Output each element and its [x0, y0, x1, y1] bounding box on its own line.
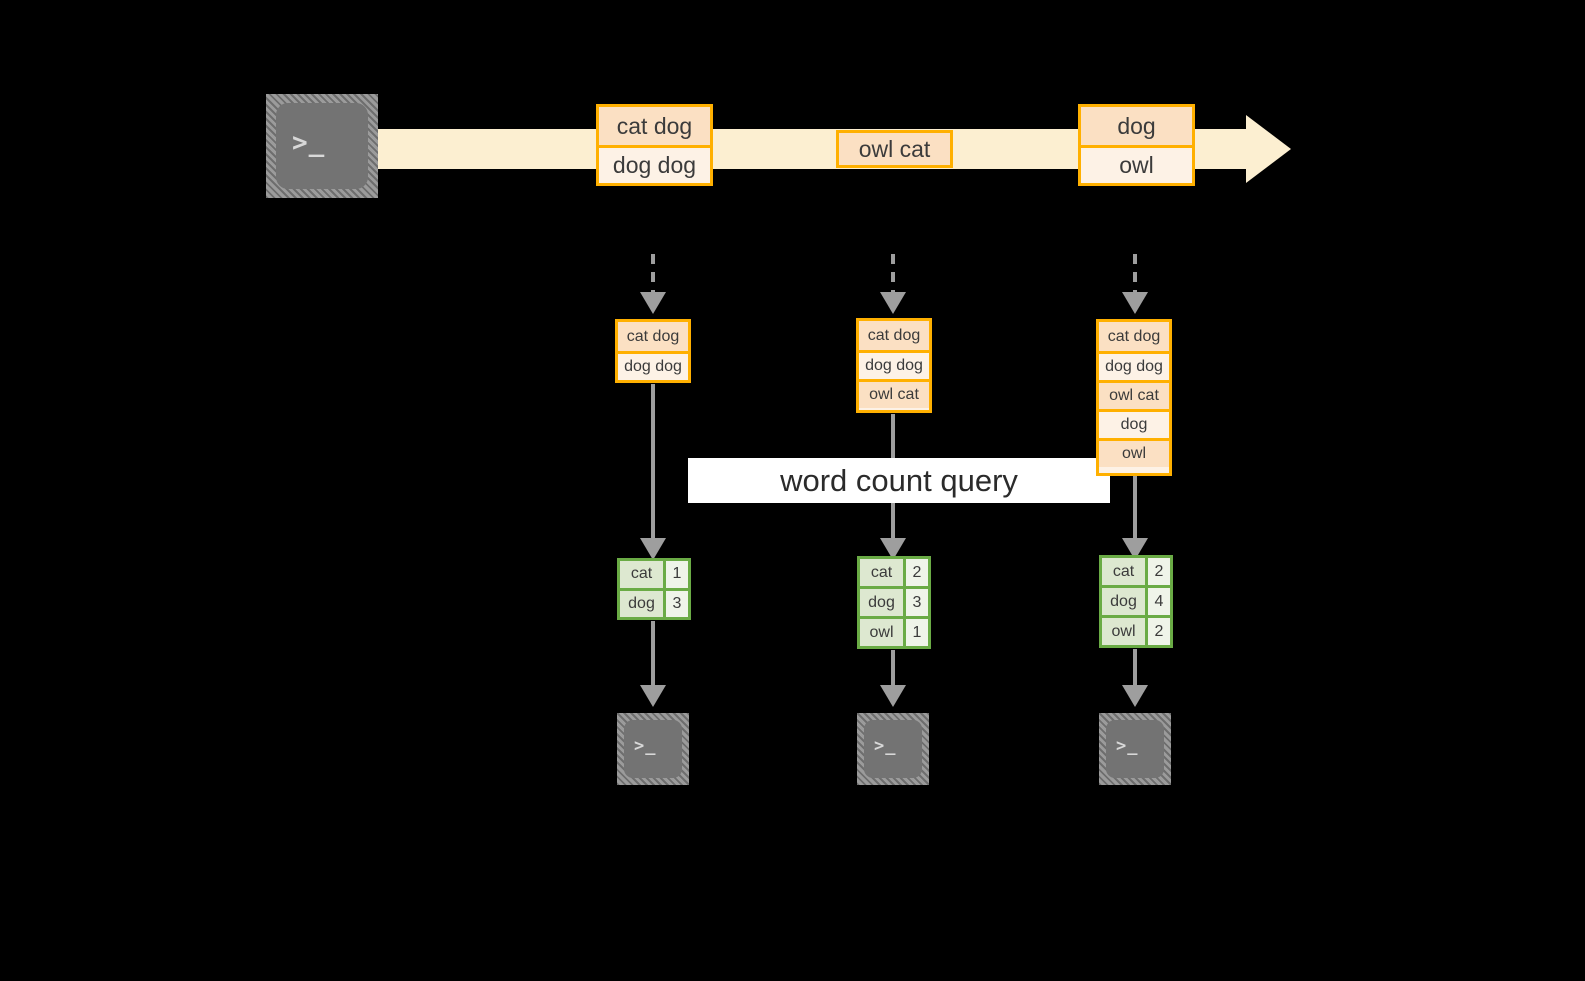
- result-count: 2: [906, 559, 928, 586]
- state-to-result-arrowhead-1: [640, 538, 666, 560]
- result-key: cat: [620, 561, 666, 588]
- stream-to-state-arrowhead-1: [640, 292, 666, 314]
- terminal-body: [624, 720, 682, 778]
- table-row: dog 3: [860, 586, 928, 616]
- stream-to-state-arrowhead-2: [880, 292, 906, 314]
- result-count: 2: [1148, 558, 1170, 585]
- stream-event-line: dog dog: [599, 145, 710, 183]
- terminal-body: [1106, 720, 1164, 778]
- result-to-sink-connector-3: [1133, 649, 1137, 689]
- stream-event-line: dog: [1081, 107, 1192, 145]
- state-row: owl cat: [859, 379, 929, 408]
- table-row: dog 4: [1102, 585, 1170, 615]
- stream-event-group-1: cat dog dog dog: [596, 104, 713, 186]
- result-table-stage-3: cat 2 dog 4 owl 2: [1099, 555, 1173, 648]
- state-row: cat dog: [859, 321, 929, 350]
- stream-to-state-connector-3: [1133, 254, 1137, 296]
- state-row: owl: [1099, 438, 1169, 467]
- source-terminal-icon[interactable]: >_: [266, 94, 378, 198]
- stream-event-group-2: owl cat: [836, 130, 953, 168]
- result-count: 1: [906, 619, 928, 646]
- state-to-result-arrowhead-3: [1122, 538, 1148, 560]
- table-row: dog 3: [620, 587, 688, 617]
- result-to-sink-arrowhead-2: [880, 685, 906, 707]
- terminal-body: [276, 103, 368, 189]
- table-row: cat 2: [1102, 558, 1170, 585]
- state-row: owl cat: [1099, 380, 1169, 409]
- result-count: 2: [1148, 618, 1170, 645]
- result-table-stage-2: cat 2 dog 3 owl 1: [857, 556, 931, 649]
- result-count: 3: [666, 590, 688, 617]
- result-count: 1: [666, 561, 688, 588]
- result-to-sink-arrowhead-3: [1122, 685, 1148, 707]
- state-to-result-arrowhead-2: [880, 538, 906, 560]
- result-to-sink-connector-1: [651, 621, 655, 689]
- terminal-prompt: >_: [1116, 736, 1139, 756]
- result-to-sink-arrowhead-1: [640, 685, 666, 707]
- stream-event-line: owl cat: [839, 133, 950, 165]
- table-row: cat 1: [620, 561, 688, 588]
- table-row: owl 2: [1102, 615, 1170, 645]
- state-table-stage-3: cat dog dog dog owl cat dog owl: [1096, 319, 1172, 476]
- result-key: dog: [1102, 588, 1148, 615]
- state-table-stage-1: cat dog dog dog: [615, 319, 691, 383]
- stream-to-state-connector-2: [891, 254, 895, 296]
- table-row: cat 2: [860, 559, 928, 586]
- stream-event-line: cat dog: [599, 107, 710, 145]
- result-key: dog: [620, 590, 666, 617]
- terminal-prompt: >_: [634, 736, 657, 756]
- stream-to-state-connector-1: [651, 254, 655, 296]
- result-to-sink-connector-2: [891, 650, 895, 689]
- sink-terminal-icon-1[interactable]: >_: [617, 713, 689, 785]
- result-key: cat: [1102, 558, 1148, 585]
- stream-event-group-3: dog owl: [1078, 104, 1195, 186]
- terminal-body: [864, 720, 922, 778]
- result-key: dog: [860, 589, 906, 616]
- table-row: owl 1: [860, 616, 928, 646]
- stream-event-line: owl: [1081, 145, 1192, 183]
- result-key: owl: [860, 619, 906, 646]
- state-row: dog dog: [859, 350, 929, 379]
- stream-to-state-arrowhead-3: [1122, 292, 1148, 314]
- stream-arrow-head: [1246, 115, 1291, 183]
- result-count: 4: [1148, 588, 1170, 615]
- state-row: cat dog: [618, 322, 688, 351]
- state-row: dog dog: [618, 351, 688, 380]
- state-table-stage-2: cat dog dog dog owl cat: [856, 318, 932, 413]
- state-to-result-connector-3: [1133, 476, 1137, 544]
- sink-terminal-icon-2[interactable]: >_: [857, 713, 929, 785]
- state-row: dog: [1099, 409, 1169, 438]
- query-label-band: word count query: [688, 458, 1110, 503]
- result-count: 3: [906, 589, 928, 616]
- result-key: owl: [1102, 618, 1148, 645]
- terminal-prompt: >_: [874, 736, 897, 756]
- terminal-prompt: >_: [292, 128, 326, 158]
- result-table-stage-1: cat 1 dog 3: [617, 558, 691, 620]
- sink-terminal-icon-3[interactable]: >_: [1099, 713, 1171, 785]
- state-row: dog dog: [1099, 351, 1169, 380]
- state-to-result-connector-1: [651, 384, 655, 544]
- state-row: cat dog: [1099, 322, 1169, 351]
- result-key: cat: [860, 559, 906, 586]
